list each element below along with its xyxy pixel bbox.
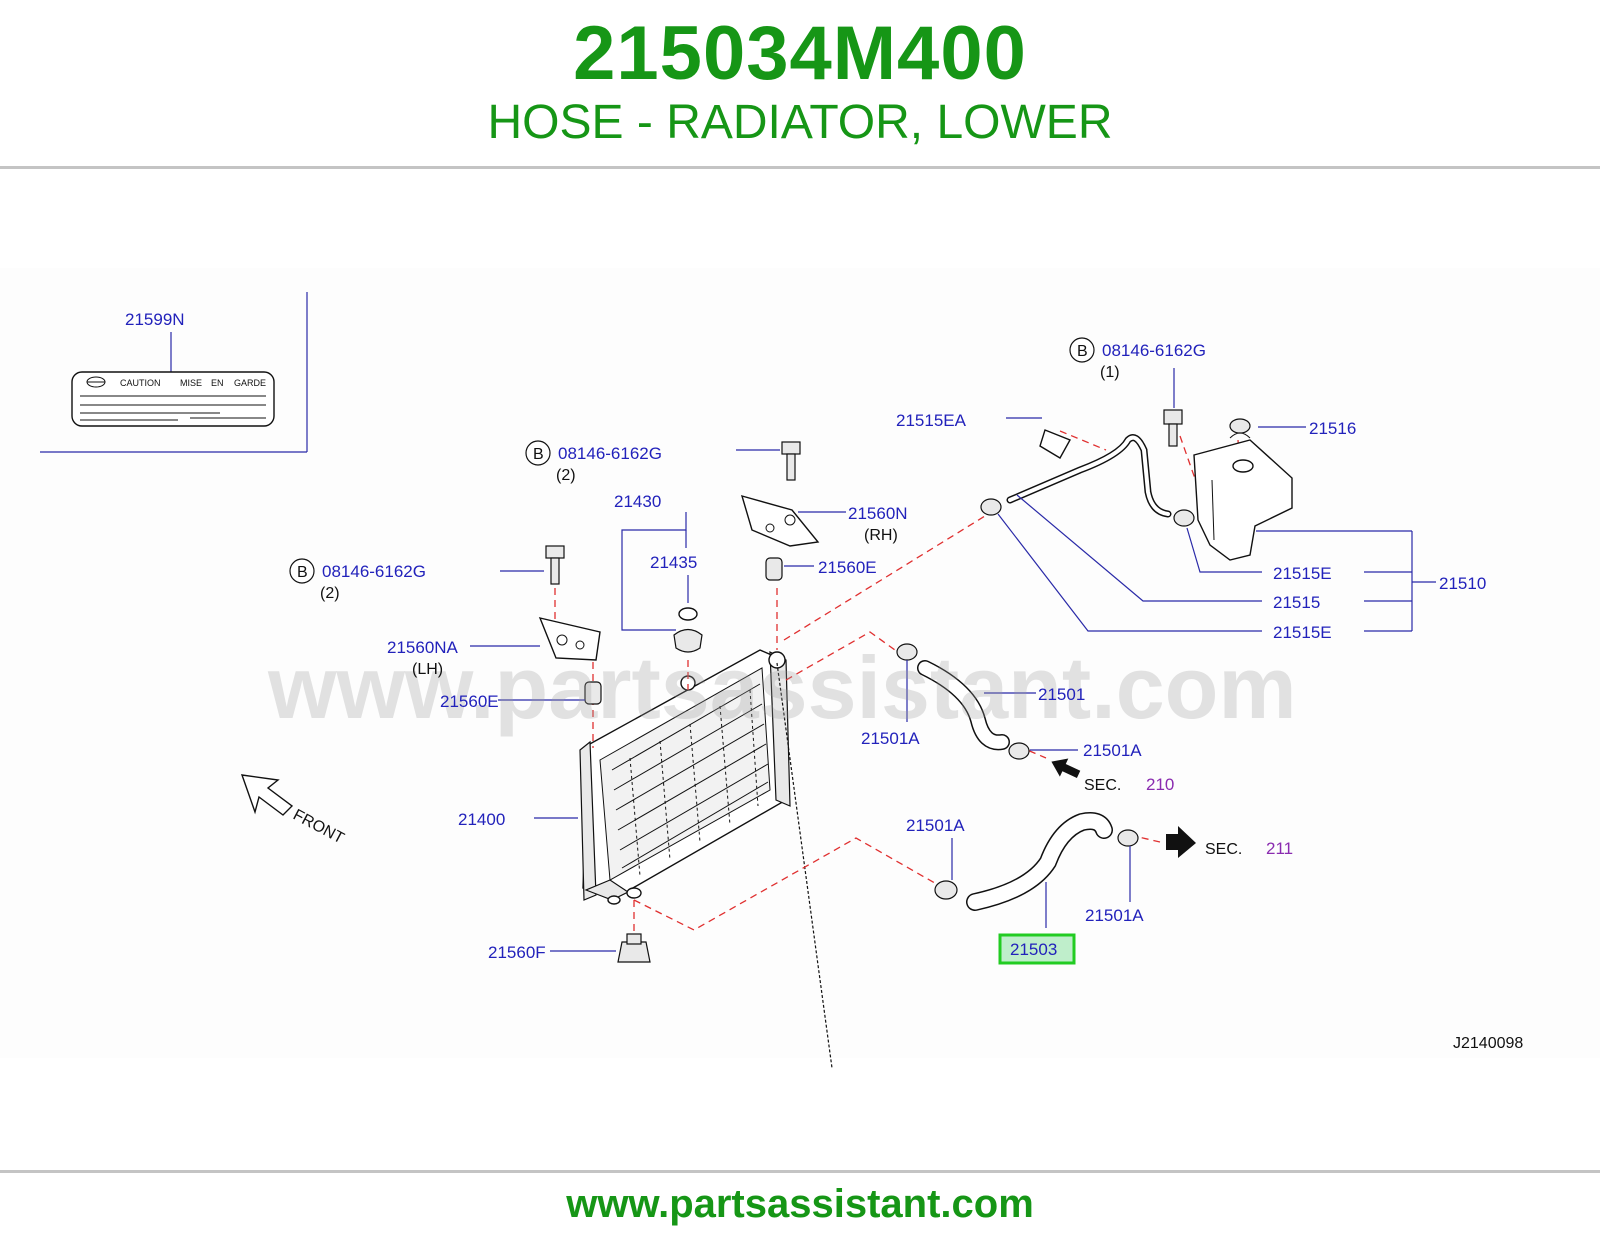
- footer-divider: [0, 1170, 1600, 1173]
- reservoir-cap-icon: [1229, 418, 1251, 434]
- label-mise-text: MISE: [180, 378, 202, 388]
- label-garde-text: GARDE: [234, 378, 266, 388]
- sec-211-link[interactable]: 211: [1266, 839, 1293, 858]
- bolt-top-icon: [1163, 409, 1183, 447]
- callout-21501A-4[interactable]: 21501A: [1085, 906, 1144, 925]
- bolt-middle-icon: [781, 441, 801, 481]
- callout-21501A-3[interactable]: 21501A: [906, 816, 965, 835]
- callout-21560NA[interactable]: 21560NA: [387, 638, 459, 657]
- b-badge-mid-icon: B: [525, 440, 551, 466]
- watermark-text: www.partsassistant.com: [267, 638, 1297, 737]
- rh-note: (RH): [864, 527, 898, 544]
- callout-21515E-top[interactable]: 21515E: [1273, 564, 1332, 583]
- callout-21435[interactable]: 21435: [650, 553, 697, 572]
- callout-21515EA[interactable]: 21515EA: [896, 411, 967, 430]
- highlight-box-21503: [998, 933, 1076, 965]
- drain-line: [776, 662, 833, 1069]
- callout-21560N[interactable]: 21560N: [848, 504, 908, 523]
- callout-bolt-top[interactable]: 08146-6162G: [1102, 341, 1206, 360]
- callout-bolt-mid[interactable]: 08146-6162G: [558, 444, 662, 463]
- footer-url-link[interactable]: www.partsassistant.com: [566, 1182, 1034, 1226]
- bracket-lh-icon: [538, 617, 601, 661]
- reservoir-tank-icon: [1193, 418, 1293, 561]
- callout-21560F[interactable]: 21560F: [488, 943, 546, 962]
- bolt-top-qty: (1): [1100, 364, 1120, 381]
- callout-21516[interactable]: 21516: [1309, 419, 1356, 438]
- label-en-text: EN: [211, 378, 224, 388]
- b-badge-top-icon: B: [1069, 337, 1095, 363]
- grommet-left-icon: [584, 681, 602, 705]
- callout-21503[interactable]: 21503: [1010, 940, 1057, 959]
- sec-211-word: SEC.: [1205, 841, 1242, 858]
- callout-21400[interactable]: 21400: [458, 810, 505, 829]
- callout-21515[interactable]: 21515: [1273, 593, 1320, 612]
- label-caution-text: CAUTION: [120, 378, 161, 388]
- part-number-title: 215034M400: [573, 11, 1027, 96]
- bolt-left-qty: (2): [320, 585, 340, 602]
- callout-21501A-2[interactable]: 21501A: [1083, 741, 1142, 760]
- b-badge-left-icon: B: [289, 558, 315, 584]
- grommet-bottom-icon: [617, 933, 651, 963]
- bolt-mid-qty: (2): [556, 467, 576, 484]
- lower-hose-icon: [966, 812, 1113, 911]
- page-header: 215034M400 HOSE - RADIATOR, LOWER: [0, 0, 1600, 170]
- bolt-left-icon: [545, 545, 565, 585]
- callout-21430[interactable]: 21430: [614, 492, 661, 511]
- header-divider: [0, 166, 1600, 169]
- sec-210-link[interactable]: 210: [1146, 775, 1174, 794]
- diagram-id: J2140098: [1453, 1035, 1523, 1052]
- sec-211-arrow-icon: [1166, 826, 1196, 858]
- reservoir-hose-icon: [1006, 429, 1172, 518]
- callout-21501A-1[interactable]: 21501A: [861, 729, 920, 748]
- callout-21560E-left[interactable]: 21560E: [440, 692, 499, 711]
- callout-bolt-left[interactable]: 08146-6162G: [322, 562, 426, 581]
- svg-text:B: B: [1077, 343, 1088, 360]
- upper-hose-icon: [917, 660, 1010, 751]
- svg-text:B: B: [533, 446, 544, 463]
- svg-text:B: B: [297, 564, 308, 581]
- sec-210-word: SEC.: [1084, 777, 1121, 794]
- hose-clip-icon: [1039, 429, 1071, 459]
- callout-21510[interactable]: 21510: [1439, 574, 1486, 593]
- bracket-rh-icon: [740, 494, 820, 547]
- callout-21501[interactable]: 21501: [1038, 685, 1085, 704]
- radiator-cap-icon: [673, 607, 703, 653]
- radiator-icon[interactable]: [579, 649, 791, 905]
- label-card[interactable]: 21599N CAUTION MISE EN GARDE: [40, 292, 308, 453]
- callout-21560E-top[interactable]: 21560E: [818, 558, 877, 577]
- lh-note: (LH): [412, 661, 443, 678]
- part-description: HOSE - RADIATOR, LOWER: [487, 96, 1113, 149]
- clamp-icons: [896, 498, 1195, 900]
- leader-lines: [470, 368, 1436, 952]
- callout-21515E-bottom[interactable]: 21515E: [1273, 623, 1332, 642]
- callout-21599N[interactable]: 21599N: [125, 310, 185, 329]
- sec-210-arrow-icon: [1051, 758, 1081, 778]
- grommet-top-icon: [765, 557, 783, 581]
